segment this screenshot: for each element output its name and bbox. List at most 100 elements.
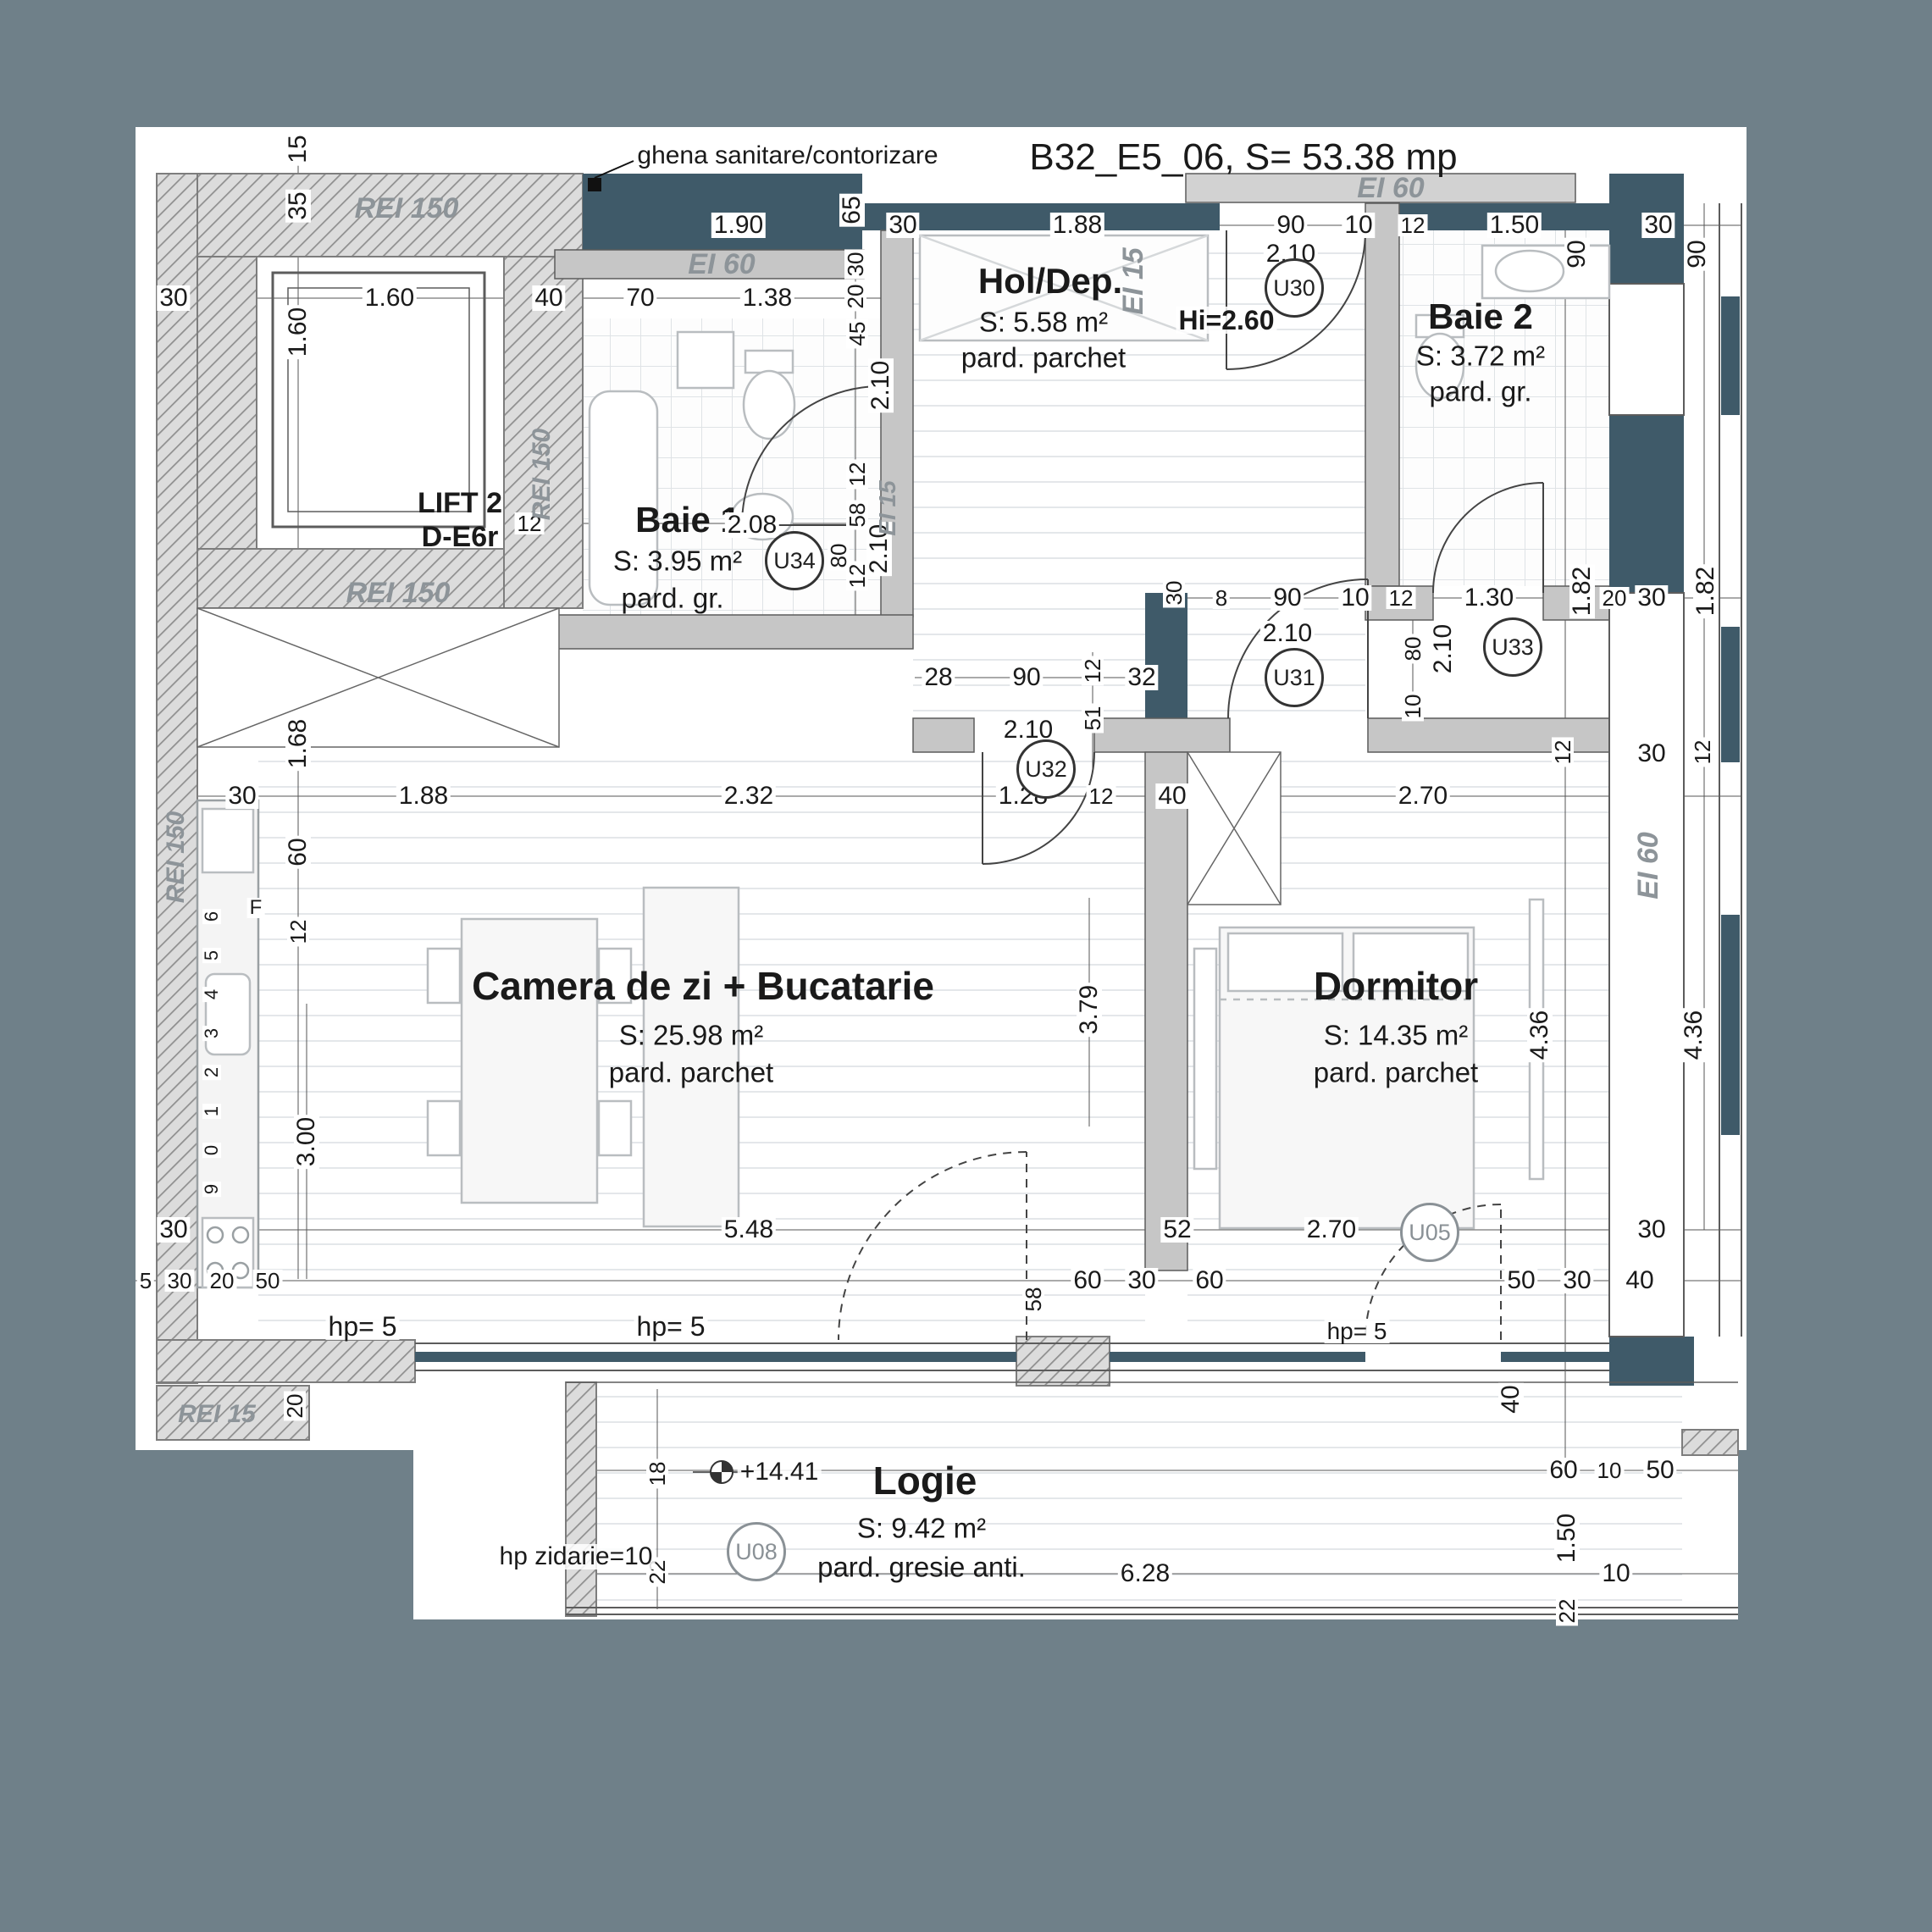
dimension-label: 40: [1623, 1268, 1657, 1293]
dimension-label: 2.10: [1259, 621, 1315, 646]
dimension-label: 10: [1594, 1459, 1625, 1481]
door-tag-u30: U30: [1265, 258, 1324, 318]
door-tag-u31: U31: [1265, 648, 1324, 707]
room-info-label: pard. parchet: [960, 341, 1127, 374]
plan-title: B32_E5_06, S= 53.38 mp: [1029, 136, 1458, 178]
door-tag-u08: U08: [727, 1522, 786, 1581]
dimension-label: 4: [201, 986, 222, 1003]
fire-rating-label: EI 15: [1117, 247, 1149, 315]
note-label: ghena sanitare/contorizare: [634, 143, 941, 169]
note-label: +14.41: [737, 1459, 822, 1485]
dimension-label: 50: [252, 1270, 283, 1292]
room-info-label: pard. parchet: [1313, 1056, 1479, 1088]
room-name-label: Baie 2: [1428, 296, 1533, 336]
dimension-label: 1.88: [396, 783, 451, 809]
dimension-label: 2.08: [724, 512, 780, 538]
note-label: hp zidarie=10: [496, 1544, 656, 1569]
dimension-label: 12: [1550, 737, 1575, 767]
room-info-label: S: 9.42 m²: [856, 1512, 987, 1544]
dimension-label: 2.70: [1395, 783, 1451, 809]
dimension-label: 30: [1161, 578, 1187, 608]
dimension-label: 1.30: [1461, 585, 1517, 611]
room-name-label: Hol/Dep.: [977, 261, 1123, 301]
dimension-label: 58: [1021, 1284, 1046, 1315]
dimension-label: 8: [1212, 587, 1231, 609]
dimension-label: 90: [1683, 237, 1711, 271]
windows: [415, 203, 1742, 1615]
dimension-label: 22: [1554, 1596, 1580, 1626]
room-name-label: LIFT 2: [417, 487, 503, 519]
dimension-label: 3: [201, 1025, 222, 1042]
dimension-label: 28: [922, 665, 955, 690]
dimension-label: 1.68: [284, 716, 312, 772]
note-label: hp= 5: [325, 1313, 400, 1340]
dimension-label: 30: [1635, 741, 1669, 767]
dimension-label: 1.60: [284, 304, 312, 360]
doors: [741, 230, 1544, 1341]
wall-outlines: [271, 271, 1685, 1337]
dimension-label: 50: [1643, 1458, 1677, 1483]
room-info-label: S: 14.35 m²: [1323, 1019, 1469, 1051]
dimension-label: 9: [201, 1181, 222, 1198]
dimension-label: 6.28: [1117, 1561, 1173, 1586]
level-marker: [693, 1460, 750, 1484]
room-name-label: D-E6r: [421, 521, 499, 553]
dimension-label: 12: [844, 459, 870, 490]
room-info-label: S: 3.72 m²: [1415, 340, 1546, 372]
dimension-label: 1.88: [1049, 213, 1105, 238]
dimension-label: 5.48: [721, 1217, 777, 1243]
room-name-label: Camera de zi + Bucatarie: [472, 964, 934, 1008]
fire-rating-label: EI 60: [688, 248, 756, 280]
dimension-label: 30: [1641, 213, 1675, 238]
dimension-label: 20: [207, 1270, 237, 1292]
room-name-label: Dormitor: [1313, 964, 1479, 1008]
dimension-label: 30: [1635, 1217, 1669, 1243]
dimension-label: 1.60: [362, 285, 418, 311]
dimension-label: 1.82: [1691, 563, 1719, 619]
dimension-label: 12: [1690, 737, 1715, 767]
dimension-label: 12: [1398, 214, 1428, 236]
dimension-label: 80: [826, 540, 851, 571]
dimension-label: 2.10: [1000, 717, 1056, 743]
fire-rating-label: REI 15: [178, 1400, 256, 1428]
dimension-label: 2: [201, 1064, 222, 1081]
dimension-label: 2.10: [1429, 621, 1457, 677]
room-info-label: S: 5.58 m²: [978, 306, 1109, 338]
dimension-label: 4.36: [1525, 1007, 1553, 1063]
room-info-label: pard. gresie anti.: [817, 1551, 1026, 1583]
door-tag-u32: U32: [1016, 739, 1076, 799]
dimension-label: 20: [843, 281, 868, 312]
dimension-label: 30: [157, 1217, 191, 1243]
dimension-label: 32: [1125, 665, 1159, 690]
room-name-label: Baie 1: [635, 500, 740, 540]
dimension-label: 18: [645, 1459, 670, 1489]
dimension-label: 90: [1010, 665, 1044, 690]
dimension-label: 20: [282, 1391, 307, 1421]
dimension-label: 10: [1338, 585, 1372, 611]
room-info-label: S: 25.98 m²: [618, 1019, 764, 1051]
dimension-label: 35: [284, 189, 312, 223]
shaft-leader: [588, 160, 634, 191]
dimension-label: 65: [838, 193, 866, 227]
dimension-label: 1.82: [1568, 563, 1596, 619]
dimension-label: 30: [157, 285, 191, 311]
note-label: hp= 5: [634, 1313, 708, 1340]
room-name-label: Logie: [872, 1459, 977, 1503]
dimension-label: 90: [1270, 585, 1304, 611]
dimension-label: 90: [1563, 237, 1591, 271]
dimension-label: 50: [1504, 1268, 1538, 1293]
note-label: Hi=2.60: [1176, 307, 1277, 334]
room-info-label: pard. parchet: [608, 1056, 774, 1088]
dimension-label: 5: [136, 1270, 155, 1292]
dimension-label: 4.36: [1680, 1007, 1708, 1063]
note-label: hp= 5: [1324, 1320, 1390, 1343]
dimension-label: 40: [1155, 783, 1189, 809]
dimension-label: 15: [284, 132, 312, 166]
dimension-label: 51: [1080, 703, 1105, 733]
door-tag-u34: U34: [765, 531, 824, 590]
dimension-label: 40: [532, 285, 566, 311]
dimension-label: 5: [201, 947, 222, 964]
dimension-label: 80: [1400, 634, 1425, 664]
